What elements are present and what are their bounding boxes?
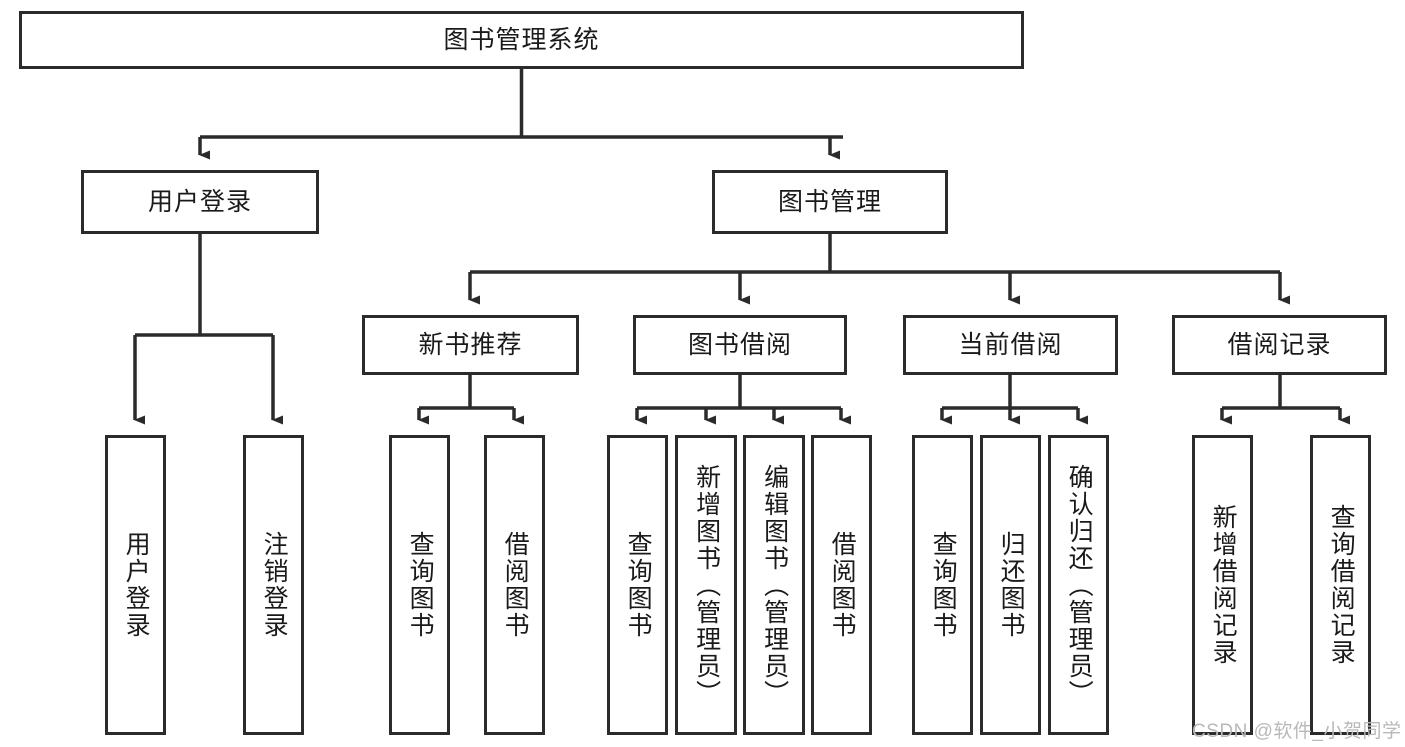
connector-group-book-mgmt: [468, 234, 1290, 305]
node-leaf-5[interactable]: 新增图书（管理员）: [675, 435, 737, 735]
node-level3-3[interactable]: 借阅记录: [1172, 315, 1387, 375]
node-level3-1[interactable]: 图书借阅: [633, 315, 847, 375]
connector-group-user-login: [133, 234, 283, 425]
connector-group-current-borrow: [940, 375, 1088, 425]
node-leaf-label: 用户登录: [122, 531, 151, 639]
node-leaf-label: 归还图书: [997, 531, 1026, 639]
connector-group-new-book: [417, 375, 524, 425]
csdn-watermark: CSDN @软件_小贺同学: [1192, 721, 1402, 742]
node-leaf-1[interactable]: 注销登录: [243, 435, 304, 735]
node-leaf-label: 编辑图书（管理员）: [760, 463, 789, 707]
node-leaf-3[interactable]: 借阅图书: [484, 435, 545, 735]
node-leaf-label: 借阅图书: [501, 531, 530, 639]
connector-group-root: [198, 69, 843, 160]
node-leaf-9[interactable]: 归还图书: [980, 435, 1041, 735]
node-level2-0[interactable]: 用户登录: [81, 170, 319, 234]
node-leaf-0[interactable]: 用户登录: [105, 435, 166, 735]
node-leaf-label: 查询图书: [929, 531, 958, 639]
node-leaf-label: 借阅图书: [828, 531, 857, 639]
connector-group-borrow-record: [1220, 375, 1350, 425]
node-level2-1[interactable]: 图书管理: [712, 170, 948, 234]
node-leaf-label: 新增借阅记录: [1209, 504, 1238, 666]
node-leaf-4[interactable]: 查询图书: [607, 435, 668, 735]
connector-group-borrow: [635, 375, 851, 425]
node-leaf-12[interactable]: 查询借阅记录: [1310, 435, 1371, 735]
node-leaf-2[interactable]: 查询图书: [389, 435, 450, 735]
node-leaf-label: 注销登录: [260, 531, 289, 639]
node-level3-0[interactable]: 新书推荐: [362, 315, 579, 375]
node-leaf-8[interactable]: 查询图书: [912, 435, 973, 735]
node-leaf-label: 查询图书: [406, 531, 435, 639]
node-leaf-7[interactable]: 借阅图书: [811, 435, 872, 735]
node-leaf-10[interactable]: 确认归还（管理员）: [1048, 435, 1109, 735]
node-level3-2[interactable]: 当前借阅: [903, 315, 1118, 375]
node-leaf-label: 确认归还（管理员）: [1065, 463, 1094, 707]
node-leaf-label: 新增图书（管理员）: [692, 463, 721, 707]
node-leaf-label: 查询借阅记录: [1327, 504, 1356, 666]
node-leaf-label: 查询图书: [624, 531, 653, 639]
node-root-system[interactable]: 图书管理系统: [19, 11, 1024, 69]
node-leaf-11[interactable]: 新增借阅记录: [1192, 435, 1253, 735]
node-leaf-6[interactable]: 编辑图书（管理员）: [743, 435, 805, 735]
